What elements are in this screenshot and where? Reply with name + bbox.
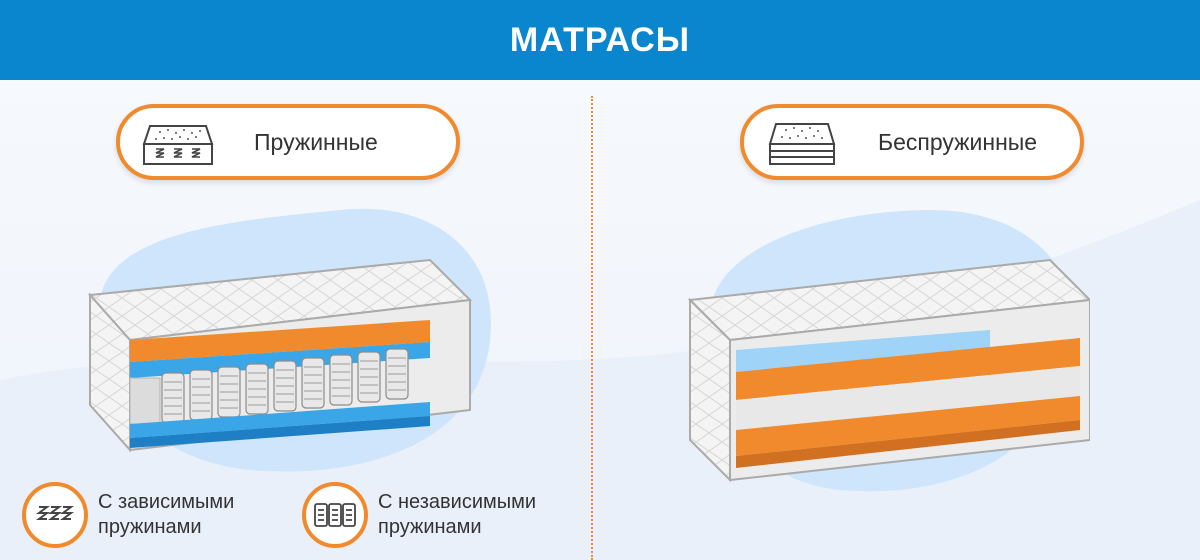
- section-divider: [591, 96, 593, 560]
- legend-independent-line2: пружинами: [378, 516, 482, 538]
- legend-dependent-springs: С зависимыми пружинами: [22, 482, 234, 548]
- legend-dependent-line2: пружинами: [98, 516, 202, 538]
- legend-dependent-line1: С зависимыми: [98, 491, 235, 513]
- spring-mattress-illustration: [87, 208, 491, 472]
- legend-independent-springs: С независимыми пружинами: [302, 482, 536, 548]
- page-title: МАТРАСЫ: [509, 20, 691, 59]
- spring-mattress-icon: [142, 125, 214, 165]
- header-bar: МАТРАСЫ: [0, 0, 1200, 80]
- category-springless-button[interactable]: Беспружинные: [740, 104, 1084, 180]
- springless-mattress-illustration: [687, 210, 1090, 492]
- category-spring-label: Пружинные: [254, 128, 378, 155]
- category-springless-label: Беспружинные: [878, 128, 1038, 155]
- springless-mattress-icon: [768, 123, 836, 165]
- dependent-springs-icon: [22, 482, 88, 548]
- legend-independent-line1: С независимыми: [378, 491, 537, 513]
- category-spring-button[interactable]: Пружинные: [116, 104, 460, 180]
- independent-springs-icon: [302, 482, 368, 548]
